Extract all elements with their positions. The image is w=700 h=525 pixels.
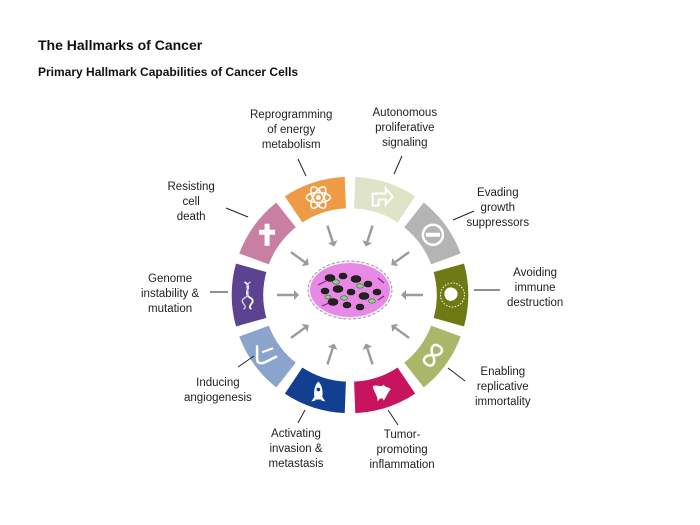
leader-line xyxy=(237,355,255,368)
inward-arrow xyxy=(277,290,299,300)
cross-icon xyxy=(259,223,276,246)
hallmark-label: Evading growth suppressors xyxy=(466,187,530,229)
leader-line xyxy=(225,207,249,218)
infinity-icon xyxy=(422,343,444,367)
hallmark-label: Inducing angiogenesis xyxy=(184,377,252,404)
hallmark-label: Avoiding immune destruction xyxy=(507,267,564,309)
inward-arrow xyxy=(326,343,338,365)
inward-arrows xyxy=(277,225,423,365)
inward-arrow xyxy=(362,225,374,247)
hallmark-label: Resisting cell death xyxy=(167,181,215,223)
hallmark-label: Reprogramming of energy metabolism xyxy=(250,109,333,151)
blood-vessel-icon xyxy=(255,345,278,365)
inward-arrow xyxy=(290,323,309,339)
immune-cell-icon xyxy=(440,282,465,308)
hallmark-segment xyxy=(237,323,298,390)
hallmark-label: Enabling replicative immortality xyxy=(475,366,531,408)
rocket-icon xyxy=(311,381,326,402)
hallmark-segment xyxy=(282,175,348,225)
flame-icon xyxy=(372,384,391,402)
arrow-sign-icon xyxy=(371,185,395,208)
hallmark-label: Activating invasion & metastasis xyxy=(268,428,324,470)
page-title: The Hallmarks of Cancer xyxy=(38,37,203,53)
atom-icon xyxy=(305,186,332,210)
leader-line xyxy=(447,367,466,382)
inward-arrow xyxy=(326,225,338,247)
hallmark-icons xyxy=(241,185,465,402)
hallmark-label: Tumor- promoting inflammation xyxy=(369,429,435,471)
inward-arrow xyxy=(391,323,410,339)
label-leader-lines xyxy=(210,155,500,426)
hallmark-segment xyxy=(230,261,269,329)
inward-arrow xyxy=(401,290,423,300)
hallmark-label: Autonomous proliferative signaling xyxy=(372,107,438,149)
no-entry-icon xyxy=(421,223,445,247)
dna-icon xyxy=(241,281,254,310)
leader-line xyxy=(452,210,475,221)
page-subtitle: Primary Hallmark Capabilities of Cancer … xyxy=(38,65,299,79)
hallmark-label: Genome instability & mutation xyxy=(141,273,200,315)
leader-line xyxy=(297,409,306,424)
inward-arrow xyxy=(290,251,309,267)
inward-arrow xyxy=(362,343,374,365)
leader-line xyxy=(297,158,307,177)
tumor-cell-cluster-icon xyxy=(307,260,393,320)
leader-line xyxy=(393,155,403,175)
leader-line xyxy=(387,409,399,426)
inward-arrow xyxy=(391,251,410,267)
